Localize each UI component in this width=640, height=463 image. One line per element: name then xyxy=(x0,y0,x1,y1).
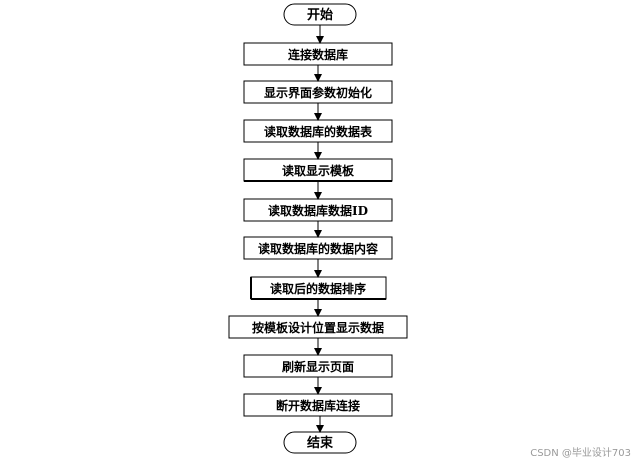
step-6-label: 读取数据库的数据内容 xyxy=(258,241,378,256)
step-2-label: 显示界面参数初始化 xyxy=(264,85,372,100)
step-8-label: 按模板设计位置显示数据 xyxy=(252,320,384,335)
step-1: 连接数据库 xyxy=(243,42,393,66)
end-node: 结束 xyxy=(283,431,357,454)
step-5: 读取数据库数据ID xyxy=(243,198,393,222)
step-4: 读取显示模板 xyxy=(243,158,393,182)
start-node: 开始 xyxy=(283,3,357,26)
step-3-label: 读取数据库的数据表 xyxy=(264,124,373,139)
end-label: 结束 xyxy=(307,435,334,451)
step-4-label: 读取显示模板 xyxy=(282,163,355,178)
step-2: 显示界面参数初始化 xyxy=(243,80,393,104)
step-7: 读取后的数据排序 xyxy=(250,276,387,300)
step-7-label: 读取后的数据排序 xyxy=(270,281,366,296)
start-label: 开始 xyxy=(307,7,333,23)
step-6: 读取数据库的数据内容 xyxy=(243,236,393,260)
step-10: 断开数据库连接 xyxy=(243,393,393,417)
step-9: 刷新显示页面 xyxy=(243,354,393,378)
watermark: CSDN @毕业设计703 xyxy=(530,448,631,459)
step-1-label: 连接数据库 xyxy=(288,47,348,62)
step-8: 按模板设计位置显示数据 xyxy=(228,315,408,339)
step-9-label: 刷新显示页面 xyxy=(282,359,354,374)
step-3: 读取数据库的数据表 xyxy=(243,119,393,143)
step-10-label: 断开数据库连接 xyxy=(276,398,360,413)
step-5-label: 读取数据库数据ID xyxy=(268,203,368,218)
